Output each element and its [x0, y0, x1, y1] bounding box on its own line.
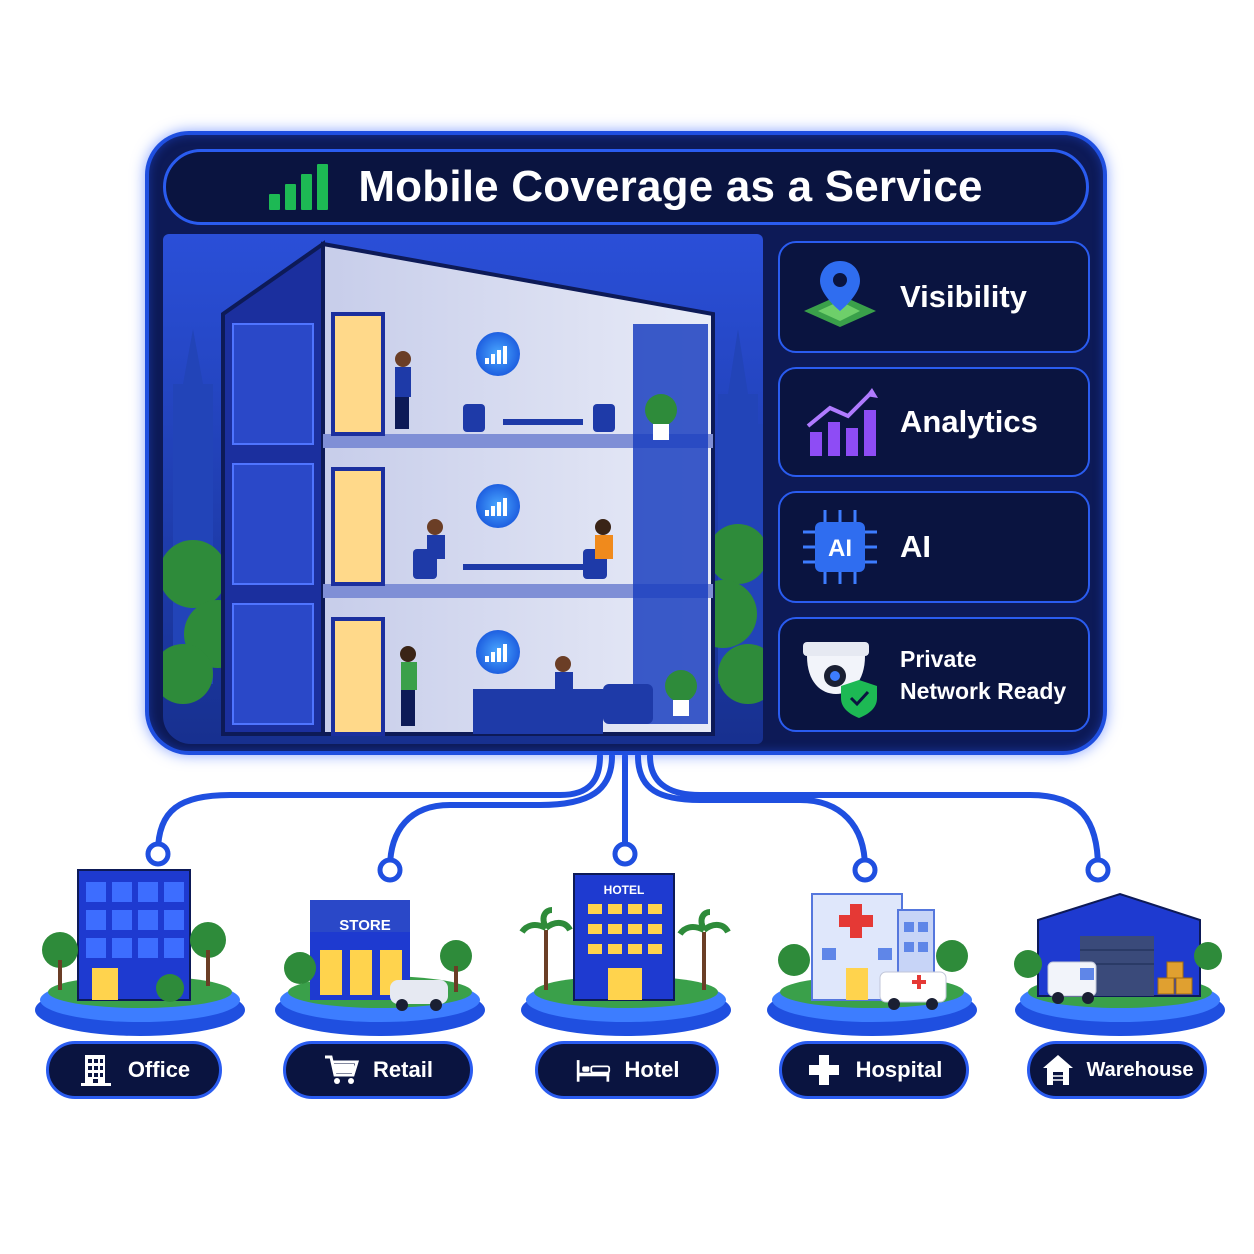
site-label-retail: Retail: [283, 1041, 473, 1099]
map-pin-icon: [780, 243, 900, 351]
site-label: Hotel: [624, 1057, 680, 1082]
feature-label: AI: [900, 529, 931, 564]
feature-private-network: Private Network Ready: [778, 617, 1090, 732]
site-label: Office: [127, 1057, 191, 1082]
feature-analytics: Analytics: [778, 367, 1090, 477]
site-label: Hospital: [855, 1057, 943, 1082]
site-warehouse-illustration: [1010, 860, 1230, 1110]
building-illustration: [163, 234, 763, 744]
bed-icon: [575, 1052, 611, 1088]
camera-shield-icon: [780, 619, 900, 730]
feature-label: Visibility: [900, 279, 1027, 314]
house-icon: [1040, 1052, 1076, 1088]
site-label: Retail: [373, 1057, 433, 1082]
site-label-office: Office: [46, 1041, 222, 1099]
cart-icon: [323, 1052, 360, 1088]
feature-label: Private Network Ready: [900, 645, 1067, 704]
title-bar: Mobile Coverage as a Service: [163, 149, 1089, 225]
office-building-icon: [78, 1052, 114, 1088]
site-retail-illustration: STORE: [270, 860, 490, 1110]
site-label: Warehouse: [1086, 1058, 1194, 1081]
store-sign: STORE: [339, 917, 390, 934]
site-office-illustration: [30, 860, 250, 1110]
ai-chip-icon: AI: [780, 493, 900, 601]
feature-visibility: Visibility: [778, 241, 1090, 353]
feature-label: Analytics: [900, 404, 1038, 439]
page-title: Mobile Coverage as a Service: [358, 162, 983, 211]
site-hotel-illustration: HOTEL: [516, 860, 736, 1110]
site-label-hospital: Hospital: [779, 1041, 969, 1099]
signal-bars-icon: [269, 164, 329, 210]
feature-ai: AI AI: [778, 491, 1090, 603]
site-hospital-illustration: [762, 860, 982, 1110]
chart-growth-icon: [780, 369, 900, 475]
hotel-sign: HOTEL: [604, 883, 645, 897]
site-label-warehouse: Warehouse: [1027, 1041, 1207, 1099]
site-label-hotel: Hotel: [535, 1041, 719, 1099]
cross-icon: [806, 1052, 842, 1088]
ai-chip-text: AI: [828, 535, 852, 562]
